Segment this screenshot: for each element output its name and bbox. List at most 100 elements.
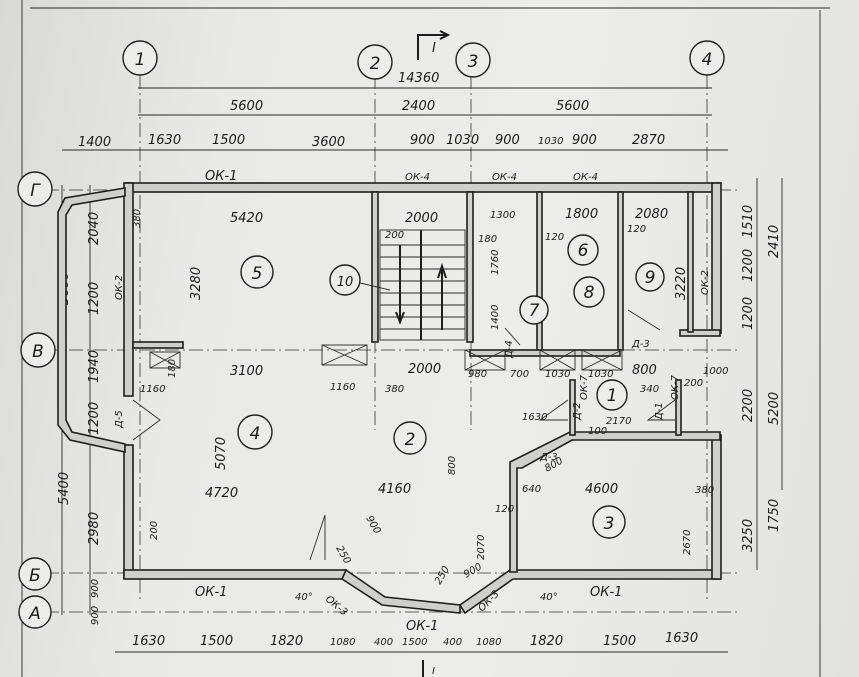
label-interior_dims-a200b: 200 — [149, 521, 160, 540]
label-doors-d1: Д-1 — [654, 402, 665, 421]
label-rooms-4: 5 — [252, 264, 263, 284]
label-interior_dims-a2670: 2670 — [682, 530, 693, 555]
drawing-mark — [132, 399, 161, 441]
label-interior_dims-a40b: 40° — [540, 592, 558, 603]
label-dims_right-2: 1200 — [741, 249, 756, 282]
label-windows-ok2: ОК-2 — [700, 270, 711, 295]
dims-bottom: 1630 1500 1820 1080 400 1500 400 1080 18… — [132, 631, 698, 649]
drawing-mark — [123, 444, 134, 579]
label-interior_dims-a2170: 2170 — [606, 416, 631, 427]
drawing-mark — [18, 557, 52, 591]
label-windows-ok3: ОК-3 — [323, 594, 349, 618]
label-interior_dims-a900: 900 — [363, 514, 382, 536]
label-dims_left-4: 1200 — [87, 402, 102, 435]
label-interior_dims-a3220: 3220 — [674, 267, 689, 300]
total-width-dim: 14360 — [398, 71, 439, 86]
label-section_mark: I — [432, 41, 436, 56]
label-interior_dims-a380b: 380 — [695, 485, 714, 496]
drawing-mark — [149, 351, 181, 369]
label-rooms-0: 1 — [607, 386, 618, 406]
label-dims_right-4: 2200 — [741, 389, 756, 422]
section-mark-bottom: I — [422, 660, 435, 677]
label-interior_dims-a1000: 1000 — [703, 366, 728, 377]
label-dims_left-6: 2980 — [87, 512, 102, 545]
label-interior_dims-a700: 700 — [510, 369, 529, 380]
drawing-mark — [509, 431, 721, 573]
label-windows-ok1: ОК-1 — [590, 585, 622, 600]
drawing-mark — [536, 191, 543, 353]
room-9: 9 — [635, 262, 665, 292]
drawing-mark — [123, 569, 347, 580]
drawing-mark — [379, 229, 466, 341]
label-dims_left-8: 900 — [90, 606, 101, 625]
drawing-mark — [395, 245, 405, 325]
label-windows-ok1: ОК-1 — [205, 169, 237, 184]
label-interior_dims-a120: 120 — [495, 504, 514, 515]
staircase — [379, 229, 466, 341]
dim-top-2400: 2400 — [402, 99, 435, 114]
label-interior_dims-a900b: 900 — [462, 562, 484, 581]
drawing-mark — [455, 42, 491, 78]
axis-bubble-a: А — [18, 595, 52, 629]
label-interior_dims-a40: 40° — [295, 592, 313, 603]
room-1: 1 — [596, 379, 628, 411]
drawing-mark — [635, 262, 665, 292]
label-dims_bottom-8: 1820 — [530, 634, 563, 649]
label-rooms-5: 6 — [578, 241, 589, 261]
label-interior_dims-a3100: 3100 — [230, 364, 263, 379]
label-dims_top_openings-9: 2870 — [632, 133, 665, 148]
label-dims_right-5: 5200 — [767, 392, 782, 425]
drawing-mark — [689, 40, 725, 76]
drawing-mark — [18, 595, 52, 629]
drawing-mark — [538, 399, 676, 421]
label-rooms-8: 9 — [645, 268, 656, 288]
label-dims_bottom-2: 1820 — [270, 634, 303, 649]
label-rooms-9: 10 — [337, 275, 354, 290]
dim-lines — [61, 87, 783, 653]
section-mark-top: I — [417, 30, 451, 60]
drawing-mark — [464, 349, 506, 371]
room-8: 8 — [573, 276, 605, 308]
label-dims_bottom-10: 1630 — [665, 631, 698, 646]
label-axes-rows-1: В — [32, 342, 44, 362]
drawing-mark — [357, 44, 393, 80]
label-windows-ok1: ОК-1 — [406, 619, 438, 634]
label-interior_dims-a5070: 5070 — [214, 437, 229, 470]
axis-bubble-2: 2 — [357, 44, 393, 80]
label-dims_top_openings-0: 1400 — [78, 135, 111, 150]
label-interior_dims-a1630: 1630 — [522, 412, 547, 423]
label-dims_bottom-3: 1080 — [330, 637, 355, 648]
label-interior_dims-a640: 640 — [522, 484, 541, 495]
label-interior_dims-a1300: 1300 — [490, 210, 515, 221]
label-axes-rows-2: Б — [29, 566, 41, 586]
label-interior_dims-a4160: 4160 — [378, 482, 411, 497]
label-dims_right-6: 3250 — [741, 519, 756, 552]
drawing-mark — [309, 514, 326, 561]
drawing-mark — [539, 349, 576, 371]
room-6: 6 — [567, 234, 599, 266]
label-dims_top_openings-2: 1500 — [212, 133, 245, 148]
drawing-mark — [132, 341, 184, 349]
drawing-mark — [567, 234, 599, 266]
drawing-mark — [573, 276, 605, 308]
room-2: 2 — [393, 421, 427, 455]
label-windows-ok4: ОК-4 — [405, 172, 430, 183]
label-interior_dims-a2000b: 2000 — [408, 362, 441, 377]
drawing-mark — [437, 262, 447, 330]
label-dims_bottom-6: 400 — [443, 637, 462, 648]
room-10: 10 — [329, 264, 361, 296]
drawing-mark — [592, 505, 626, 539]
drawing-mark — [329, 264, 361, 296]
door-swings — [132, 309, 676, 561]
axis-bubble-1: 1 — [122, 40, 158, 76]
label-dims_left-3: 1940 — [87, 350, 102, 383]
drawing-mark — [539, 349, 576, 371]
label-interior_dims-a3280: 3280 — [189, 267, 204, 300]
drawing-mark — [371, 191, 379, 343]
drawing-mark — [359, 282, 391, 291]
label-dims_bottom-4: 400 — [374, 637, 393, 648]
label-interior_dims-a100: 100 — [588, 426, 607, 437]
label-rooms-6: 7 — [529, 301, 540, 321]
label-interior_dims-a1400: 1400 — [490, 305, 501, 330]
